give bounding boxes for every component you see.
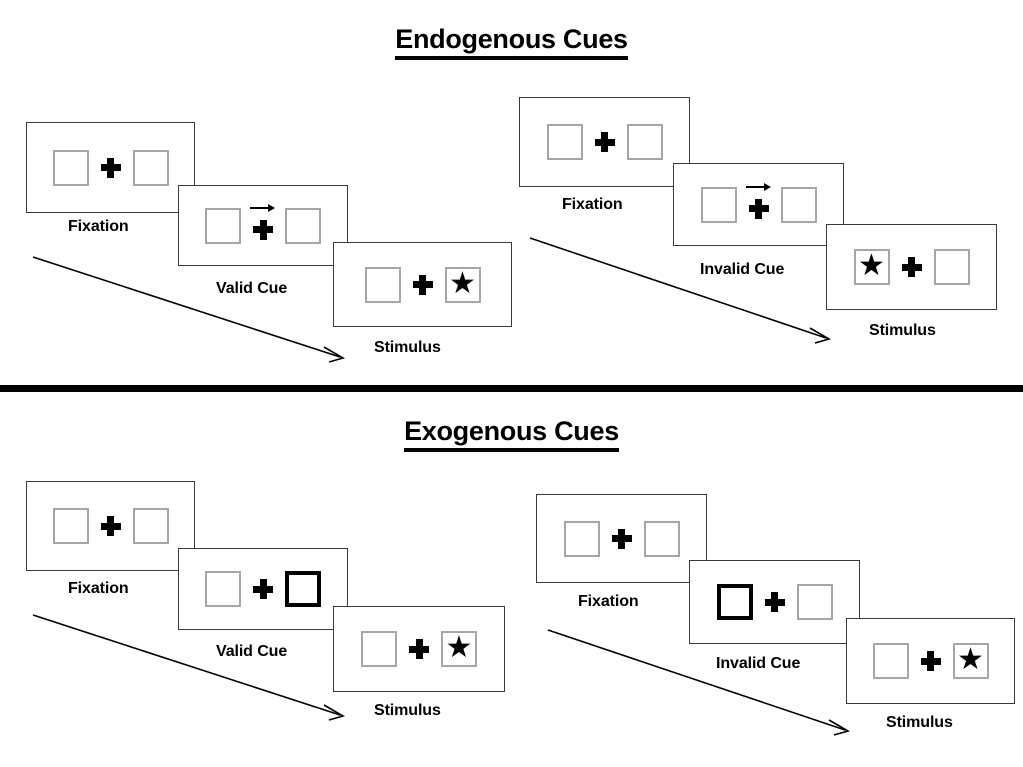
caption-exogenous-valid-fixation: Fixation (68, 580, 129, 597)
panel-exogenous-invalid-stimulus: ★ (846, 618, 1015, 704)
panel-inner: ★ (853, 246, 970, 288)
caption-endogenous-invalid-stimulus: Stimulus (869, 322, 936, 339)
left-box (205, 207, 241, 244)
panel-inner (52, 505, 169, 547)
left-box (52, 508, 89, 544)
section-title-exogenous: Exogenous Cues (0, 416, 1023, 452)
fixation-cross-icon (89, 505, 133, 547)
right-box-cued (285, 571, 321, 607)
section-title-endogenous-text: Endogenous Cues (395, 24, 628, 60)
left-box (364, 266, 401, 303)
fixation-cross-icon (753, 581, 797, 623)
fixation-cross-icon (909, 640, 953, 682)
panel-endogenous-valid-stimulus: ★ (333, 242, 512, 327)
caption-exogenous-invalid-cue: Invalid Cue (716, 655, 801, 672)
fixation-cross-icon (89, 147, 133, 189)
fixation-cross-icon (241, 568, 285, 610)
right-box (796, 584, 833, 620)
right-box (780, 186, 817, 223)
left-box (872, 643, 909, 679)
panel-endogenous-invalid-stimulus: ★ (826, 224, 997, 310)
panel-endogenous-valid-cue (178, 185, 348, 266)
fixation-cross-icon (890, 246, 934, 288)
panel-exogenous-invalid-cue (689, 560, 860, 644)
caption-endogenous-valid-fixation: Fixation (68, 218, 129, 235)
panel-inner (52, 147, 169, 189)
panel-endogenous-invalid-cue (673, 163, 844, 246)
left-box (361, 631, 397, 667)
left-box (546, 124, 583, 160)
arrow-right-cue-icon (250, 203, 276, 213)
right-box: ★ (444, 266, 481, 303)
time-arrow-endogenous-invalid (529, 237, 832, 344)
right-box (626, 124, 663, 160)
panel-endogenous-invalid-fixation (519, 97, 690, 187)
panel-inner: ★ (361, 628, 477, 670)
panel-inner (546, 121, 663, 163)
panel-inner (205, 203, 321, 247)
fixation-cross-icon (401, 264, 445, 306)
right-box: ★ (952, 643, 989, 679)
fixation-cross-icon (397, 628, 441, 670)
right-box (285, 207, 321, 244)
time-arrow-exogenous-invalid (0, 390, 1023, 767)
fixation-cross-icon (600, 518, 644, 560)
caption-endogenous-valid-stimulus: Stimulus (374, 339, 441, 356)
left-box (700, 186, 737, 223)
arrow-right-cue-icon (745, 182, 772, 192)
right-box (933, 249, 970, 285)
star-icon: ★ (858, 249, 885, 282)
star-icon: ★ (449, 266, 476, 300)
left-box (563, 520, 600, 557)
section-title-exogenous-text: Exogenous Cues (404, 416, 619, 452)
caption-endogenous-valid-cue: Valid Cue (216, 280, 288, 297)
left-box (52, 149, 89, 186)
panel-inner: ★ (364, 264, 481, 306)
right-box: ★ (441, 631, 477, 667)
time-arrow-exogenous-valid (0, 390, 1023, 767)
star-icon: ★ (445, 631, 473, 664)
caption-endogenous-invalid-cue: Invalid Cue (700, 261, 785, 278)
fixation-cross-icon (583, 121, 627, 163)
panel-inner (563, 518, 680, 560)
fixation-cross-icon (737, 182, 781, 226)
right-box (643, 520, 680, 557)
caption-exogenous-valid-cue: Valid Cue (216, 643, 288, 660)
star-icon: ★ (957, 643, 984, 676)
panel-inner: ★ (872, 640, 989, 682)
panel-exogenous-valid-stimulus: ★ (333, 606, 505, 692)
caption-exogenous-valid-stimulus: Stimulus (374, 702, 441, 719)
caption-exogenous-invalid-stimulus: Stimulus (886, 714, 953, 731)
left-box (205, 571, 241, 607)
caption-exogenous-invalid-fixation: Fixation (578, 593, 639, 610)
section-title-endogenous: Endogenous Cues (0, 24, 1023, 60)
right-box (132, 149, 169, 186)
panel-exogenous-valid-fixation (26, 481, 195, 571)
panel-inner (205, 568, 321, 610)
caption-endogenous-invalid-fixation: Fixation (562, 196, 623, 213)
right-box (132, 508, 169, 544)
time-arrow-endogenous-valid (32, 256, 346, 363)
left-box: ★ (853, 249, 890, 285)
panel-exogenous-valid-cue (178, 548, 348, 630)
panel-inner (700, 182, 817, 226)
panel-exogenous-invalid-fixation (536, 494, 707, 583)
section-divider (0, 385, 1023, 392)
fixation-cross-icon (241, 203, 285, 247)
panel-inner (716, 581, 833, 623)
panel-endogenous-valid-fixation (26, 122, 195, 213)
left-box-cued (716, 584, 753, 620)
